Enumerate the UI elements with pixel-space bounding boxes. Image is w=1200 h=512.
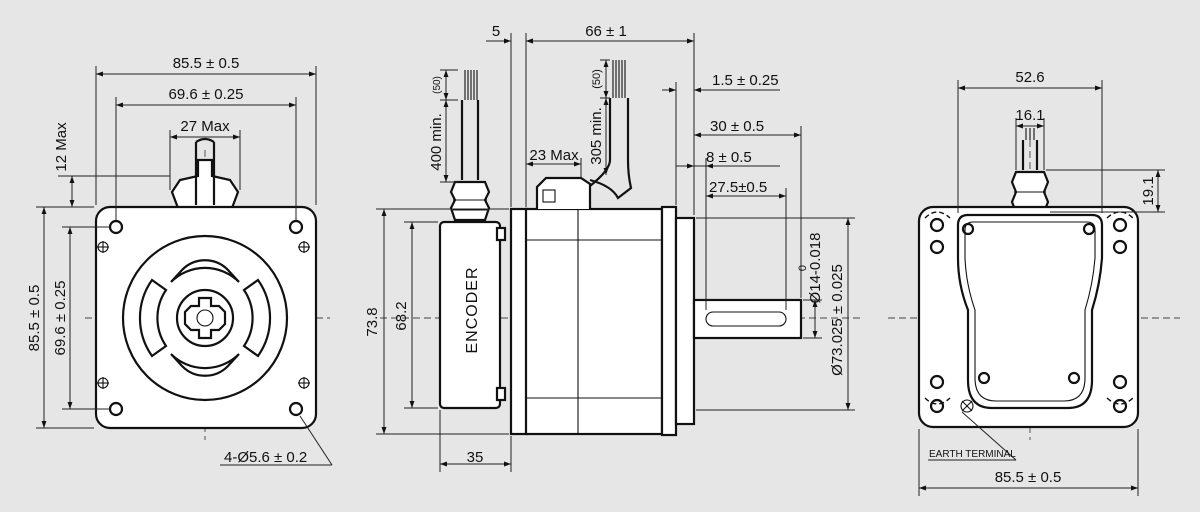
encoder-cable [460,100,480,180]
front-overall-width-label: 85.5 ± 0.5 [173,55,240,72]
encoder-height-label: 68.2 [393,301,410,330]
front-overall-height-label: 85.5 ± 0.5 [26,285,43,352]
encoder-tab-top [495,226,507,242]
key-length-label: 27.5±0.5 [709,179,767,196]
front-slot-bottom [170,353,240,377]
shaft-tolerance-label: 0 [797,265,809,271]
encoder-length-label: 35 [467,449,484,466]
flange-offset-label: 5 [492,23,500,40]
motor-lead-length-label: 305 min. [588,107,605,165]
motor-connector [535,176,592,209]
motor-rear-cap [509,207,529,436]
encoder-label: ENCODER [464,266,481,353]
rear-connector-height-label: 19.1 [1140,176,1157,205]
shaft-diameter-label: Ø14-0.018 [807,233,824,304]
front-slot-top [170,259,240,283]
front-bolt-height-label: 69.6 ± 0.25 [52,281,69,356]
motor-stator [524,207,664,436]
shaft-step-label: 8 ± 0.5 [706,149,752,166]
flange-thickness-label: 1.5 ± 0.25 [712,72,779,89]
motor-shaft [692,298,803,340]
side-view: ENCODER [364,23,860,472]
front-hub [175,288,235,348]
earth-terminal-symbol [960,399,974,413]
front-mounting-holes-label: 4-Ø5.6 ± 0.2 [224,449,307,466]
rear-base-width-label: 85.5 ± 0.5 [995,469,1062,486]
motor-sleeve-label: (50) [591,69,603,89]
front-shaft-center [196,309,214,327]
encoder-gland [449,180,491,222]
earth-terminal-label: EARTH TERMINAL [929,449,1016,460]
motor-front-flange [660,205,678,437]
encoder-sleeve-label: (50) [432,76,443,94]
rear-view: 52.6 16.1 19.1 EARTH TERMINAL 85.5 ± 0.5 [888,69,1180,496]
front-slot-right [242,278,272,358]
encoder-lead-length-label: 400 min. [428,113,445,171]
shaft-key-slot [705,311,787,327]
front-shaft-key [183,296,227,340]
encoder-cable-wires [464,70,478,100]
rear-connector-width-label: 16.1 [1015,107,1044,124]
front-body-circle [121,234,289,402]
rear-overall-width-label: 52.6 [1015,69,1044,86]
front-connector [170,158,240,210]
motor-pilot [674,216,696,426]
rear-cover-screws [961,222,1096,385]
rear-cable [1021,140,1039,170]
motor-cable-wires [612,60,626,98]
encoder-tab-bottom [495,386,507,402]
front-hole-br [288,401,304,417]
rear-holes [929,217,1128,414]
shaft-length-label: 30 ± 0.5 [710,118,764,135]
front-connector-width-label: 27 Max [180,118,230,135]
rear-hidden-arcs [924,211,1134,405]
front-hole-tr [288,219,304,235]
front-view: 85.5 ± 0.5 69.6 ± 0.25 27 Max 12 Max 85.… [26,55,333,466]
front-connector-height-label: 12 Max [53,122,70,172]
front-bolt-width-label: 69.6 ± 0.25 [169,86,244,103]
encoder-housing [438,220,502,410]
cable-connector-label: 23 Max [529,147,579,164]
body-length-label: 66 ± 1 [585,23,627,40]
pilot-diameter-label: Ø73.025 ± 0.025 [829,264,846,376]
rear-cover-outer [956,213,1104,410]
front-slot-left [138,278,168,358]
total-height-label: 73.8 [364,307,381,336]
